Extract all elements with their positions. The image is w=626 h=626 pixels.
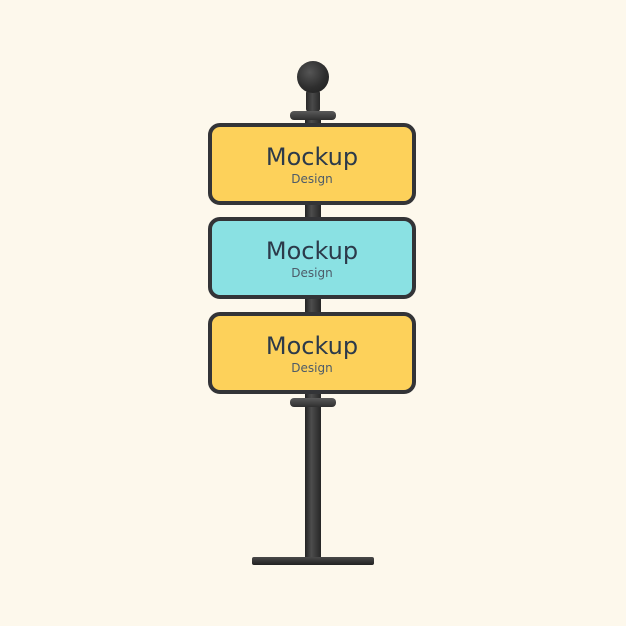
sign-board-top: Mockup Design [208,123,416,205]
sign-title: Mockup [265,332,359,360]
pole-top-knob [297,61,329,93]
pole-clamp-top [290,111,336,120]
sign-title: Mockup [265,143,359,171]
sign-subtitle: Design [291,172,333,186]
sign-board-bottom: Mockup Design [208,312,416,394]
pole-knob-neck [306,90,320,112]
pole-clamp-bottom [290,398,336,407]
sign-title: Mockup [265,237,359,265]
pole-base [252,557,374,565]
sign-board-middle: Mockup Design [208,217,416,299]
sign-subtitle: Design [291,266,333,280]
sign-subtitle: Design [291,361,333,375]
